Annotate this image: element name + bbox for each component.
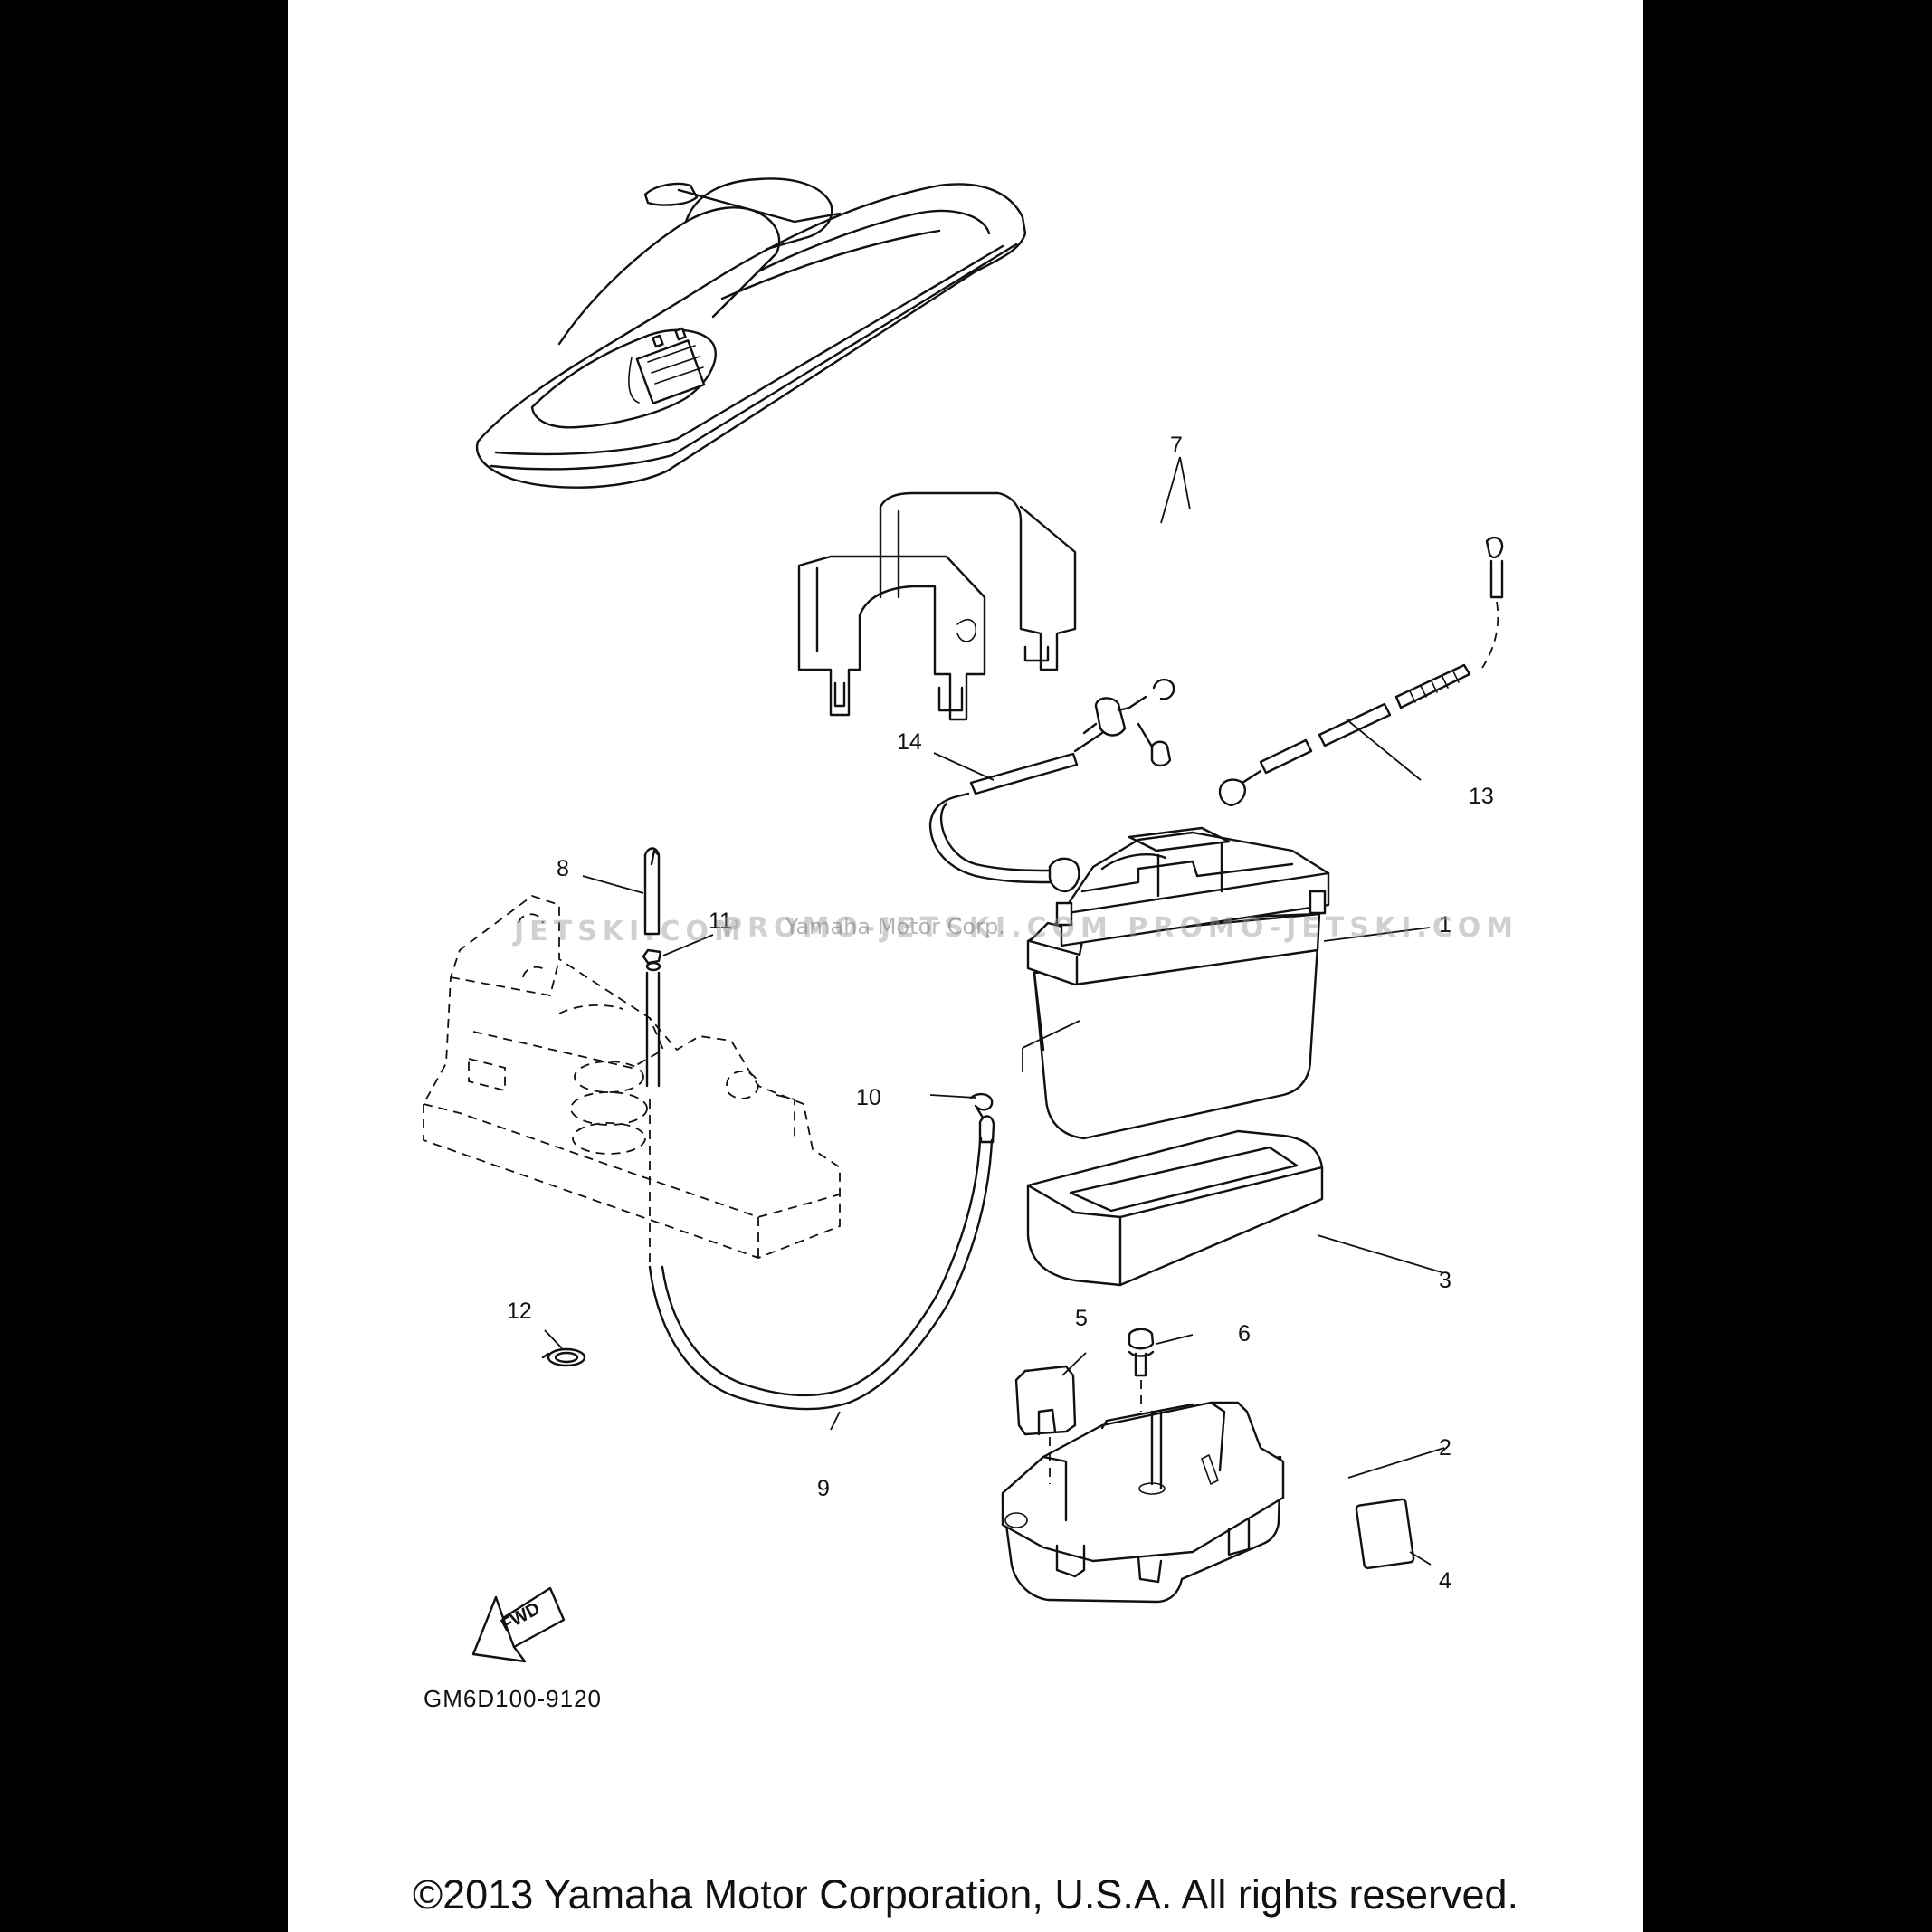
- bolt-part-6: [1128, 1328, 1155, 1412]
- callout-10: 10: [856, 1085, 881, 1110]
- vent-tube-part-8: [643, 847, 661, 936]
- callout-9: 9: [817, 1476, 830, 1501]
- callout-7: 7: [1170, 433, 1183, 458]
- battery-mat-part-3: [1026, 1129, 1324, 1287]
- clip-part-11: [642, 948, 662, 965]
- figure-code: GM6D100-9120: [424, 1685, 602, 1712]
- battery-part-1: [1026, 826, 1330, 1140]
- battery-box-part-2: [1001, 1401, 1285, 1604]
- diagram-sheet: 1 2 3 4 5 6 7 8 9 10 11 12 13 14 FWD JET…: [288, 0, 1643, 1932]
- callout-8: 8: [557, 856, 569, 881]
- watermark-left: JETSKI.COM: [514, 916, 747, 947]
- negative-cable-part-14: [928, 678, 1175, 893]
- callout-5: 5: [1075, 1306, 1088, 1331]
- watermark-center: PROMO-JETSKI.COM PROMO-JETSKI.COM: [722, 912, 1519, 944]
- callout-4: 4: [1439, 1568, 1451, 1594]
- callout-13: 13: [1469, 784, 1494, 809]
- battery-parts-diagram: [423, 177, 1504, 1663]
- fwd-direction-arrow-icon: [471, 1586, 566, 1663]
- callout-14: 14: [897, 729, 922, 755]
- battery-strap-part-7: [797, 491, 1077, 721]
- callout-11: 11: [709, 909, 732, 934]
- terminal-cap-part-5: [1014, 1365, 1077, 1484]
- pad-part-4: [1355, 1498, 1415, 1570]
- leader-lines: [544, 456, 1445, 1566]
- callout-3: 3: [1439, 1268, 1451, 1293]
- copyright-notice: ©2013 Yamaha Motor Corporation, U.S.A. A…: [412, 1871, 1519, 1918]
- callout-6: 6: [1238, 1321, 1251, 1347]
- callout-2: 2: [1439, 1435, 1451, 1461]
- positive-cable-part-13: [1218, 536, 1504, 807]
- watermark-overlay: Yamaha Motor Corp.: [785, 914, 1005, 939]
- breather-hose-part-9: [645, 961, 995, 1411]
- clamp-part-12: [541, 1347, 586, 1367]
- watercraft-hull-illustration: [475, 177, 1027, 489]
- clip-part-10: [969, 1092, 994, 1119]
- callout-1: 1: [1439, 912, 1451, 937]
- battery-holder-reference: [423, 894, 841, 1259]
- callout-12: 12: [507, 1299, 532, 1324]
